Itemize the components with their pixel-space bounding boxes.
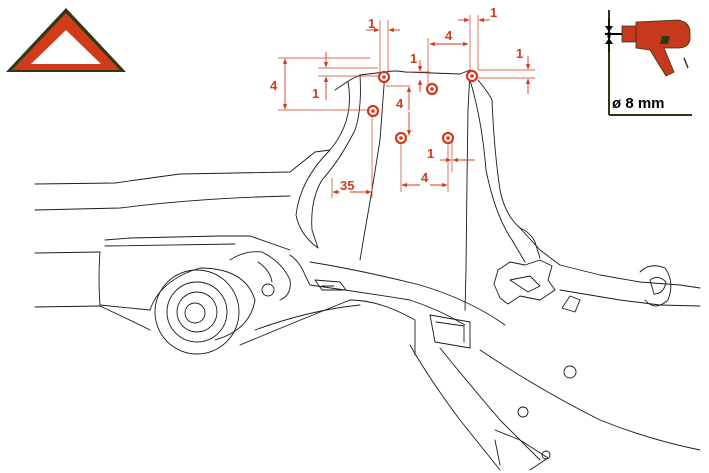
dim-label: 4 <box>445 28 453 43</box>
drill-hole <box>394 131 408 145</box>
drill-hole <box>465 69 479 83</box>
dim-label: 1 <box>368 16 375 31</box>
dim-label: 1 <box>516 46 523 61</box>
drill-hole <box>425 82 439 96</box>
drill-icon-panel: ø 8 mm <box>605 10 692 116</box>
outline <box>34 149 331 185</box>
dim-label: 1 <box>410 51 417 66</box>
drill-hole <box>441 131 455 145</box>
drill-icon <box>605 19 691 77</box>
dimension-lines <box>278 15 535 198</box>
vehicle-body-drawing <box>34 69 701 471</box>
drill-holes <box>366 69 479 145</box>
dim-label: 4 <box>396 96 404 111</box>
warning-triangle-icon <box>6 8 126 72</box>
dim-label: 1 <box>427 146 434 161</box>
dim-label: 35 <box>340 178 354 193</box>
dim-label: 1 <box>490 5 497 20</box>
drill-size-arrows <box>605 18 613 52</box>
dim-label: 4 <box>270 78 278 93</box>
drill-hole <box>366 104 380 118</box>
drill-diameter-label: ø 8 mm <box>612 95 665 112</box>
dim-label: 4 <box>421 170 429 185</box>
dim-label: 1 <box>312 86 319 101</box>
drill-hole <box>377 70 391 84</box>
dimension-labels: 1 1 4 1 4 1 1 4 1 35 4 <box>270 5 523 193</box>
